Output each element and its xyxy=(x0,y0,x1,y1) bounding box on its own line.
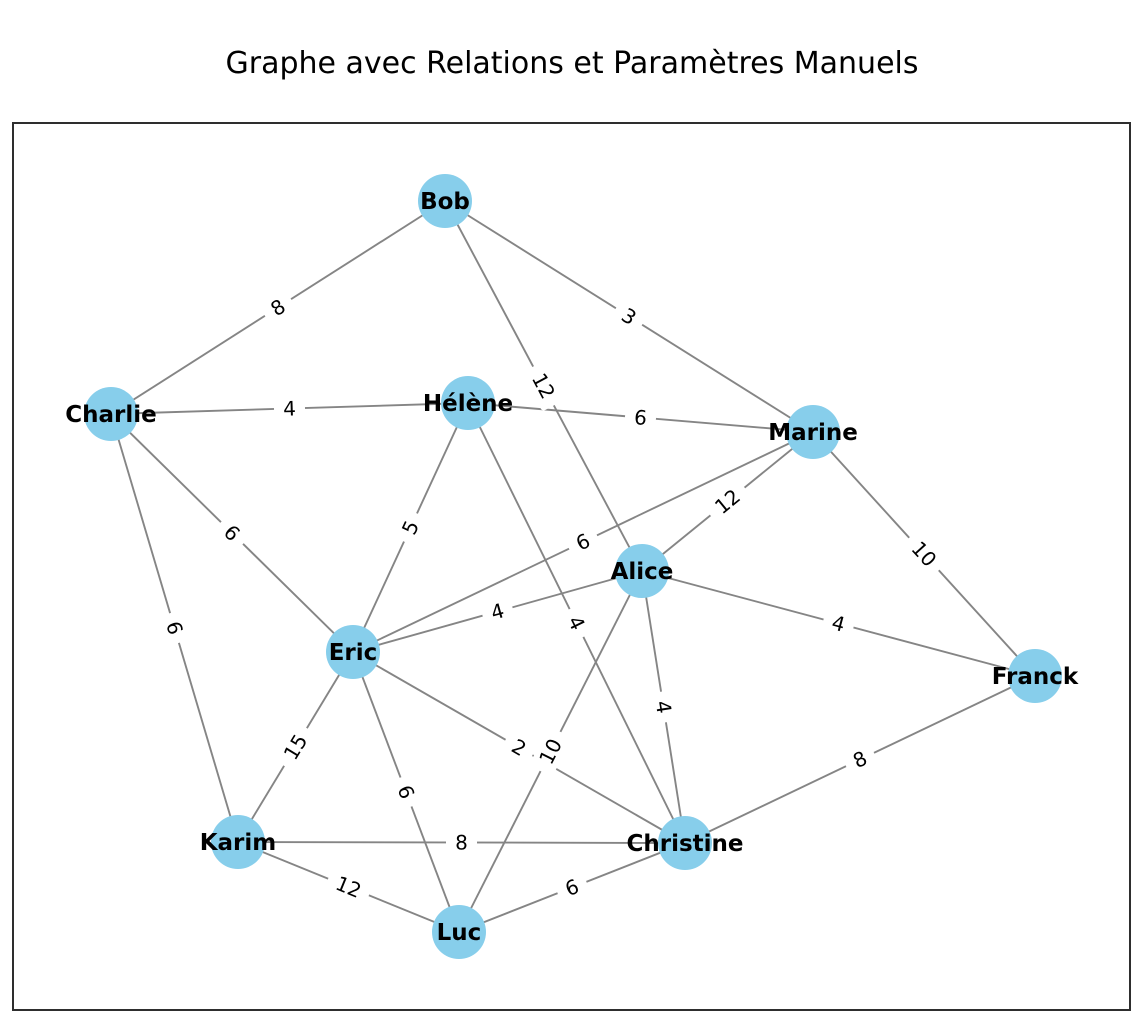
edge-label-Hélène-Christine: 4 xyxy=(558,604,595,642)
edge-label-Karim-Christine: 8 xyxy=(445,829,478,856)
edge-weight-text: 4 xyxy=(488,598,507,625)
edge-label-Eric-Luc: 6 xyxy=(389,773,423,811)
edge-label-bbox xyxy=(564,524,602,560)
node-Franck xyxy=(1008,649,1062,703)
node-label-Charlie: Charlie xyxy=(65,402,156,428)
node-label-Marine: Marine xyxy=(768,420,858,446)
plot-border xyxy=(12,122,1131,1011)
node-Luc xyxy=(432,905,486,959)
edge-label-Hélène-Marine: 6 xyxy=(624,403,657,432)
edge-label-bbox xyxy=(522,361,565,411)
edge-label-Alice-Eric: 4 xyxy=(479,595,516,628)
edge-label-bbox xyxy=(500,729,538,766)
edge-label-Alice-Franck: 4 xyxy=(820,607,857,640)
node-label-Hélène: Hélène xyxy=(423,391,513,417)
edge-label-Charlie-Karim: 6 xyxy=(158,610,191,646)
edge-label-Luc-Christine: 6 xyxy=(553,870,591,905)
node-Marine xyxy=(786,405,840,459)
edge-weight-text: 4 xyxy=(651,699,677,715)
edge-weight-text: 4 xyxy=(283,396,296,420)
edge-label-bbox xyxy=(445,829,478,856)
edge-label-bbox xyxy=(213,514,251,552)
node-Hélène xyxy=(441,376,495,430)
edge-label-bbox xyxy=(389,773,423,811)
edge-label-Charlie-Hélène: 4 xyxy=(273,395,306,422)
edge-label-Eric-Karim: 15 xyxy=(274,722,317,772)
node-label-Karim: Karim xyxy=(200,830,277,856)
chart-title: Graphe avec Relations et Paramètres Manu… xyxy=(225,46,919,81)
edge-label-Alice-Luc: 10 xyxy=(529,727,572,776)
edge-label-bbox xyxy=(648,690,679,724)
edge-label-Charlie-Eric: 6 xyxy=(213,514,251,552)
node-Bob xyxy=(418,174,472,228)
node-Eric xyxy=(326,625,380,679)
edge-label-Karim-Luc: 12 xyxy=(324,867,373,907)
edge-weight-text: 6 xyxy=(633,405,648,430)
edge-label-bbox xyxy=(900,530,948,578)
edge-label-Bob-Alice: 12 xyxy=(522,361,565,411)
edge-label-Bob-Marine: 3 xyxy=(610,298,648,335)
node-label-Franck: Franck xyxy=(992,664,1079,690)
edge-label-bbox xyxy=(820,607,857,640)
edge-label-bbox xyxy=(273,395,306,422)
edge-label-bbox xyxy=(479,595,516,628)
node-Charlie xyxy=(84,387,138,441)
edge-label-bbox xyxy=(610,298,648,335)
edge-label-Marine-Eric: 6 xyxy=(564,524,602,560)
edge-label-bbox xyxy=(553,870,591,905)
edge-label-bbox xyxy=(703,478,752,525)
edge-label-bbox xyxy=(529,727,572,776)
edge-weight-text: 4 xyxy=(829,610,848,636)
edge-label-Christine-Franck: 8 xyxy=(841,742,879,777)
edge-label-Eric-Christine: 2 xyxy=(500,729,538,766)
node-Karim xyxy=(211,815,265,869)
node-label-Eric: Eric xyxy=(329,640,378,666)
edge-label-bbox xyxy=(158,610,191,646)
edge-label-bbox xyxy=(558,604,595,642)
edge-label-bbox xyxy=(259,289,297,326)
node-label-Luc: Luc xyxy=(437,920,482,946)
edge-label-Alice-Christine: 4 xyxy=(648,690,679,724)
node-label-Bob: Bob xyxy=(420,189,470,215)
edge-label-bbox xyxy=(274,722,317,772)
node-label-Alice: Alice xyxy=(611,559,674,585)
node-label-Christine: Christine xyxy=(626,831,743,857)
edge-label-bbox xyxy=(841,742,879,777)
edge-label-bbox xyxy=(324,867,373,907)
edge-label-Marine-Alice: 12 xyxy=(703,478,752,525)
node-Alice xyxy=(615,544,669,598)
edge-label-Hélène-Eric: 5 xyxy=(393,508,428,547)
edge-label-bbox xyxy=(393,508,428,547)
node-Christine xyxy=(658,816,712,870)
edge-label-Bob-Charlie: 8 xyxy=(259,289,297,326)
edge-label-bbox xyxy=(624,403,657,432)
edge-weight-text: 8 xyxy=(455,830,468,854)
